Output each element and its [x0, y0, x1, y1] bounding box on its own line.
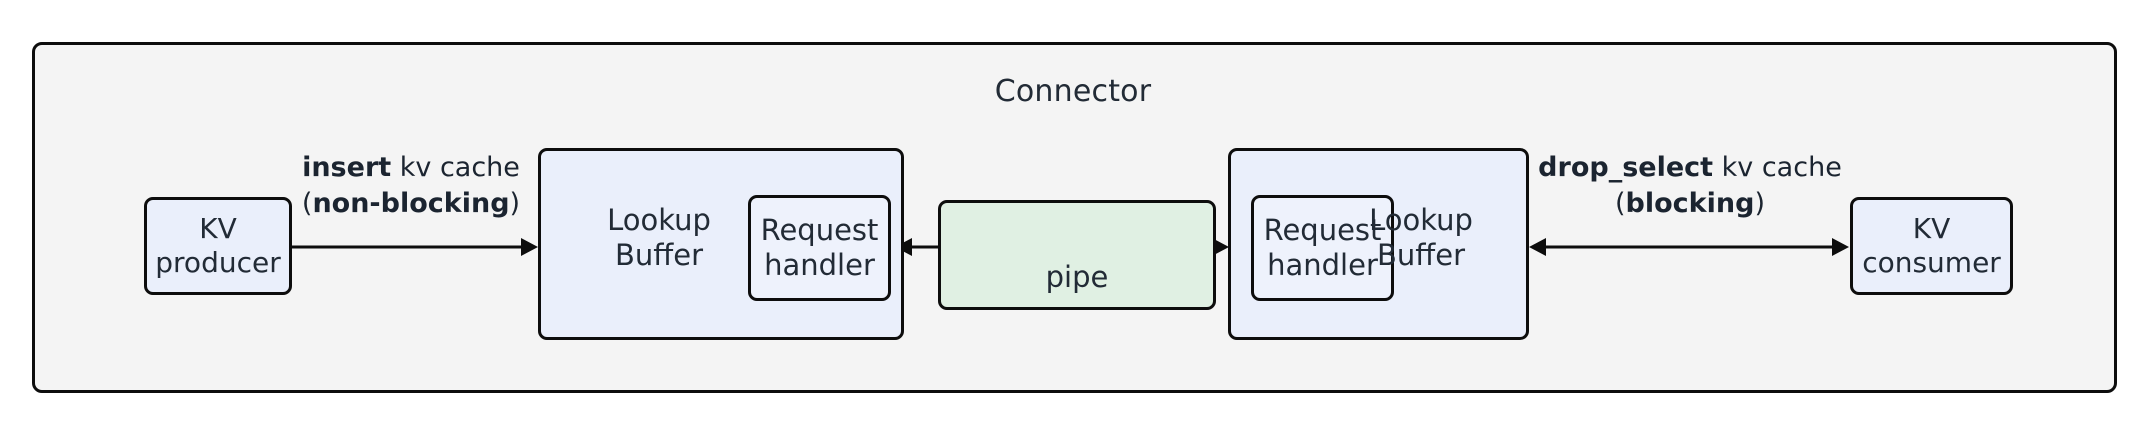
- lookup-buffer-left-label: Lookup Buffer: [607, 203, 711, 273]
- edge-label-drop-select-rest: kv cache: [1713, 152, 1842, 183]
- edge-label-insert-line2: (non-blocking): [246, 186, 576, 222]
- node-request-handler-right[interactable]: Request handler: [1251, 195, 1394, 301]
- edge-label-drop-select-line2: (blocking): [1530, 186, 1850, 222]
- pipe-label: pipe: [1045, 259, 1109, 294]
- paren-open: (: [301, 188, 313, 220]
- edge-label-nonblocking: non-blocking: [312, 188, 510, 220]
- node-lookup-buffer-right[interactable]: Request handler Lookup Buffer: [1228, 148, 1529, 340]
- edge-label-drop-select-bold: drop_select: [1538, 152, 1714, 183]
- paren-open-2: (: [1615, 188, 1626, 220]
- edge-label-drop-select: drop_select kv cache (blocking): [1530, 150, 1850, 222]
- lookup-buffer-right-label: Lookup Buffer: [1369, 203, 1473, 273]
- paren-close: ): [509, 188, 521, 220]
- paren-close-2: ): [1754, 188, 1765, 220]
- edge-label-insert: insert kv cache (non-blocking): [246, 150, 576, 222]
- request-handler-right-label: Request handler: [1263, 212, 1382, 282]
- kv-consumer-label: KV consumer: [1862, 211, 2001, 279]
- edge-label-drop-select-line1: drop_select kv cache: [1530, 150, 1850, 186]
- kv-producer-label: KV producer: [155, 211, 281, 279]
- node-lookup-buffer-left[interactable]: Lookup Buffer Request handler: [538, 148, 904, 340]
- connector-title: Connector: [994, 74, 1152, 109]
- node-request-handler-left[interactable]: Request handler: [748, 195, 891, 301]
- edge-label-insert-rest: kv cache: [391, 152, 520, 183]
- node-pipe[interactable]: pipe: [938, 200, 1216, 310]
- edge-label-insert-bold: insert: [302, 152, 392, 183]
- request-handler-left-label: Request handler: [760, 212, 879, 282]
- edge-label-blocking: blocking: [1625, 188, 1755, 220]
- node-kv-consumer[interactable]: KV consumer: [1850, 197, 2013, 295]
- node-kv-producer[interactable]: KV producer: [144, 197, 292, 295]
- edge-label-insert-line1: insert kv cache: [246, 150, 576, 186]
